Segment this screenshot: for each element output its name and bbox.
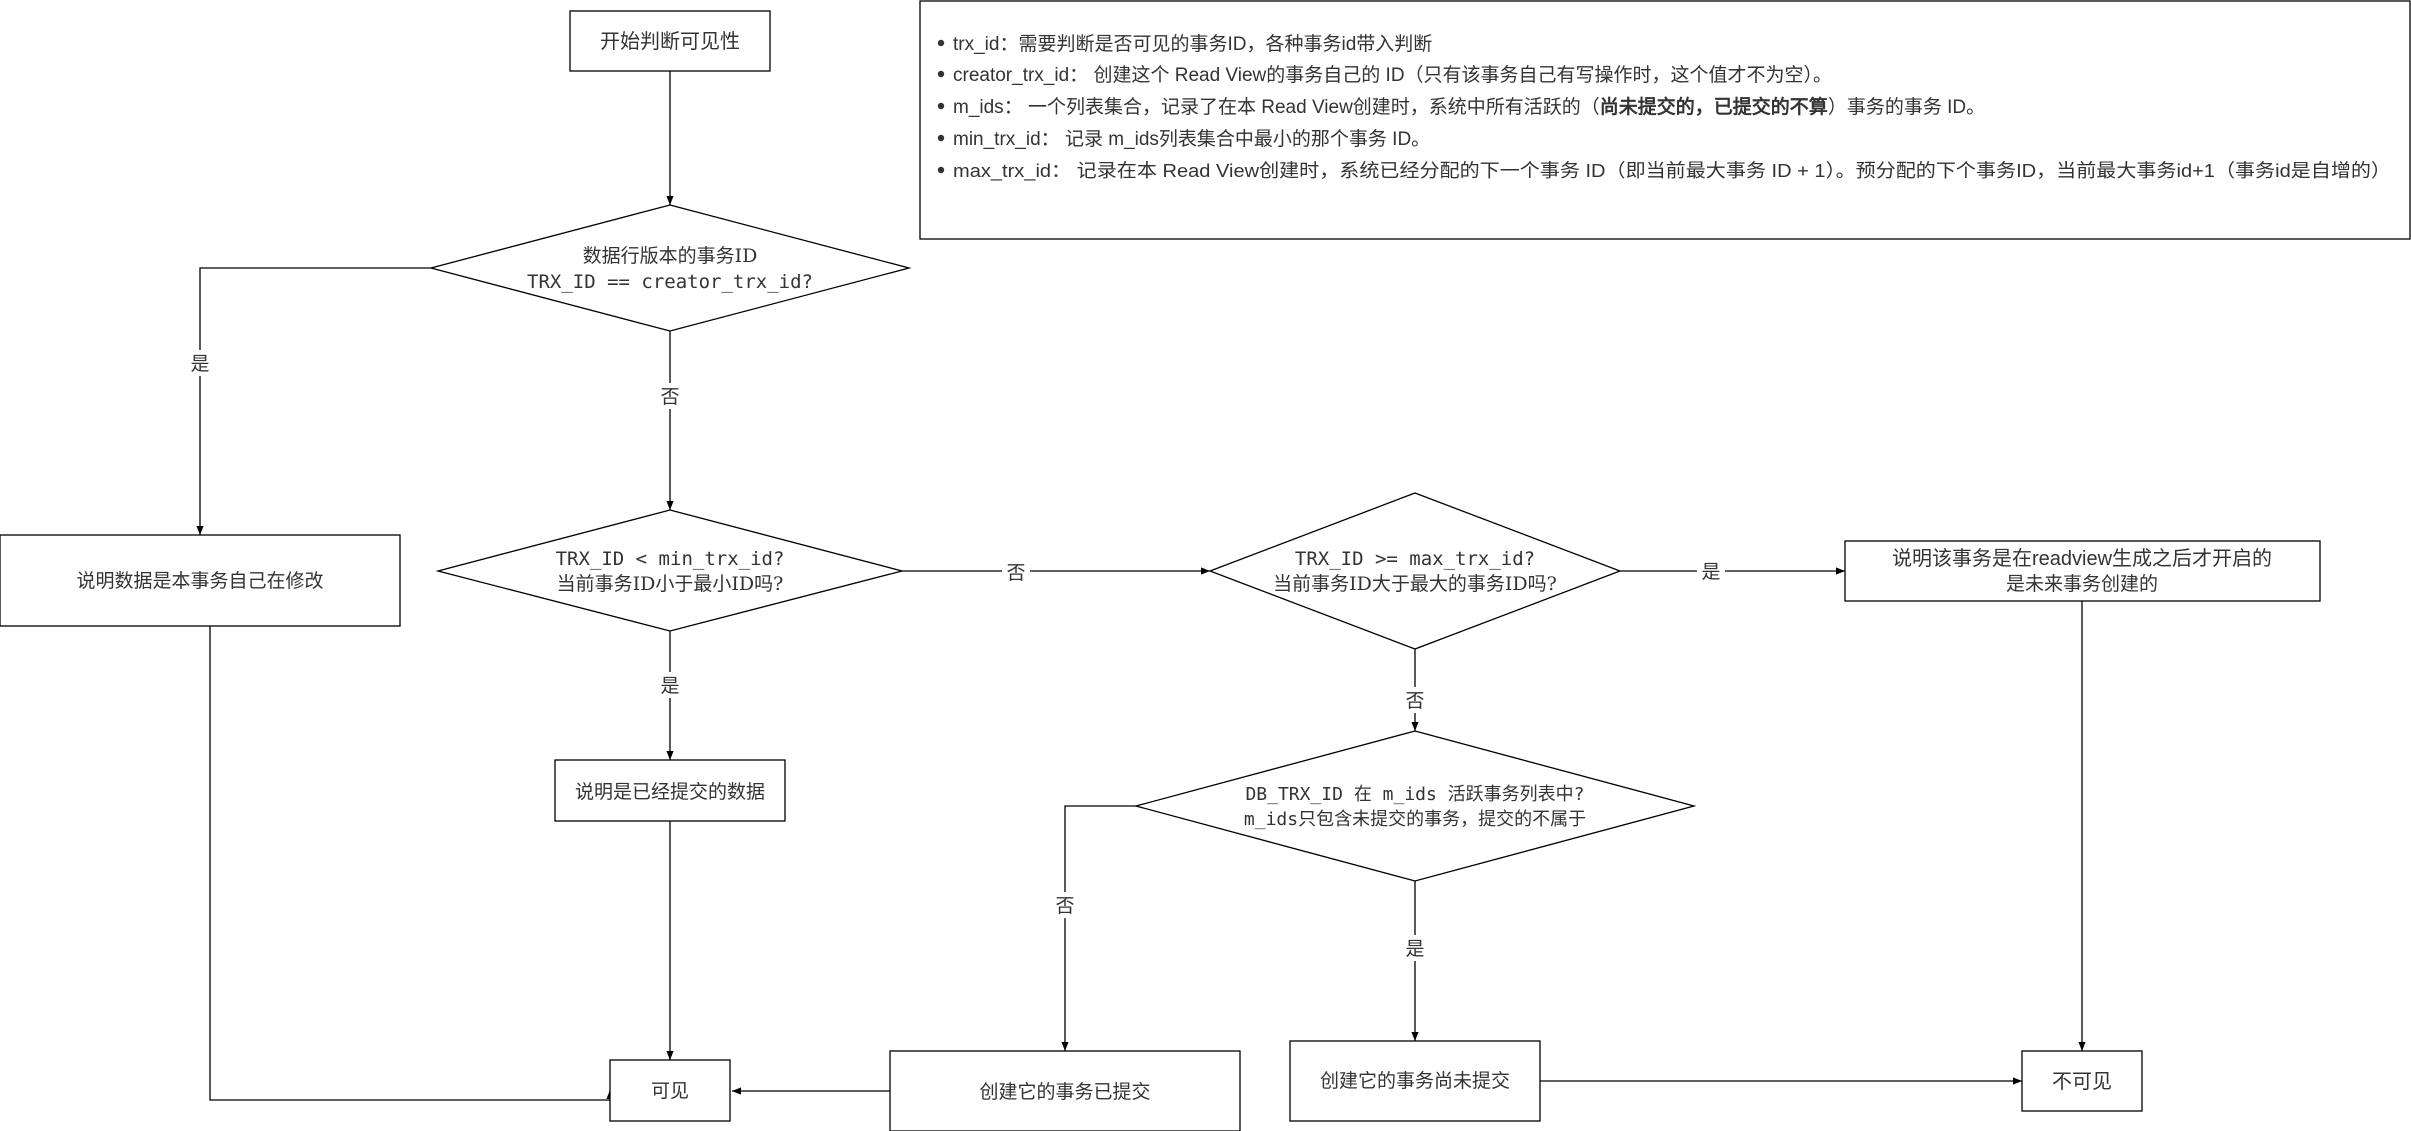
decision-m-ids-line2: m_ids只包含未提交的事务，提交的不属于 [1244,809,1586,830]
decision-creator-trx-line1: 数据行版本的事务ID [583,245,758,267]
self-modify-box [0,534,401,627]
svg-text:max_trx_id： 记录在本 Read View创建时，: max_trx_id： 记录在本 Read View创建时，系统已经分配的下一个… [953,160,2391,182]
edge-d4-no [1061,805,1136,1051]
edge-label-d3-yes: 是 [1701,561,1720,583]
decision-min-trx-line1: TRX_ID < min_trx_id? [556,548,785,570]
start-label: 开始判断可见性 [600,30,740,53]
future-line2: 是未来事务创建的 [2006,573,2158,595]
visible-label: 可见 [651,1080,689,1102]
decision-m-ids [1133,730,1697,882]
edge-d1-yes [196,267,431,535]
decision-min-trx [435,509,905,632]
edge-label-d2-no: 否 [1006,562,1025,584]
future-box [1844,540,2321,602]
definitions-legend: trx_id：需要判断是否可见的事务ID，各种事务id带入判断 creator_… [919,0,2411,240]
invisible-label: 不可见 [2052,1071,2112,1093]
edge-label-d3-no: 否 [1405,690,1424,712]
committed-data-box [554,759,786,822]
legend-box [919,0,2411,240]
start-box [569,10,771,72]
decision-min-trx-line2: 当前事务ID小于最小ID吗? [557,573,784,595]
future-line1: 说明该事务是在readview生成之后才开启的 [1892,547,2272,570]
creator-committed-box [889,1050,1241,1131]
svg-text:creator_trx_id： 创建这个 Read View: creator_trx_id： 创建这个 Read View的事务自己的 ID（… [953,64,1832,86]
decision-max-trx-line2: 当前事务ID大于最大的事务ID吗? [1273,573,1557,595]
edge-label-d4-yes: 是 [1405,938,1424,960]
edge-label-d4-no: 否 [1055,895,1074,917]
decision-creator-trx [428,204,912,332]
legend-item-max-trx-id: max_trx_id： 记录在本 Read View创建时，系统已经分配的下一个… [937,160,2391,182]
edge-label-d1-no: 否 [660,386,679,408]
legend-item-min-trx-id: min_trx_id： 记录 m_ids列表集合中最小的那个事务 ID。 [937,128,1430,150]
creator-committed-label: 创建它的事务已提交 [979,1081,1150,1103]
edge-self-visible [209,626,614,1101]
edge-label-d1-yes: 是 [190,353,209,375]
committed-data-label: 说明是已经提交的数据 [575,781,765,803]
decision-m-ids-line1: DB_TRX_ID 在 m_ids 活跃事务列表中? [1245,784,1584,805]
legend-item-creator-trx-id: creator_trx_id： 创建这个 Read View的事务自己的 ID（… [937,64,1832,86]
self-modify-label: 说明数据是本事务自己在修改 [76,570,323,592]
decision-max-trx-line1: TRX_ID >= max_trx_id? [1295,548,1535,570]
svg-text:trx_id：需要判断是否可见的事务ID，各种事务id带入判: trx_id：需要判断是否可见的事务ID，各种事务id带入判断 [953,33,1432,55]
creator-uncommitted-box [1289,1040,1541,1122]
visible-box [609,1059,731,1122]
edge-label-d2-yes: 是 [660,675,679,697]
legend-item-trx-id: trx_id：需要判断是否可见的事务ID，各种事务id带入判断 [937,33,1432,55]
svg-text:m_ids： 一个列表集合，记录了在本 Read View创: m_ids： 一个列表集合，记录了在本 Read View创建时，系统中所有活跃… [953,95,1985,118]
decision-max-trx [1208,492,1622,650]
svg-text:min_trx_id： 记录 m_ids列表集合中最小的那个: min_trx_id： 记录 m_ids列表集合中最小的那个事务 ID。 [953,128,1430,150]
creator-uncommitted-label: 创建它的事务尚未提交 [1320,1070,1510,1092]
decision-creator-trx-line2: TRX_ID == creator_trx_id? [527,271,813,293]
invisible-box [2021,1050,2143,1112]
legend-item-m-ids: m_ids： 一个列表集合，记录了在本 Read View创建时，系统中所有活跃… [937,95,1985,118]
